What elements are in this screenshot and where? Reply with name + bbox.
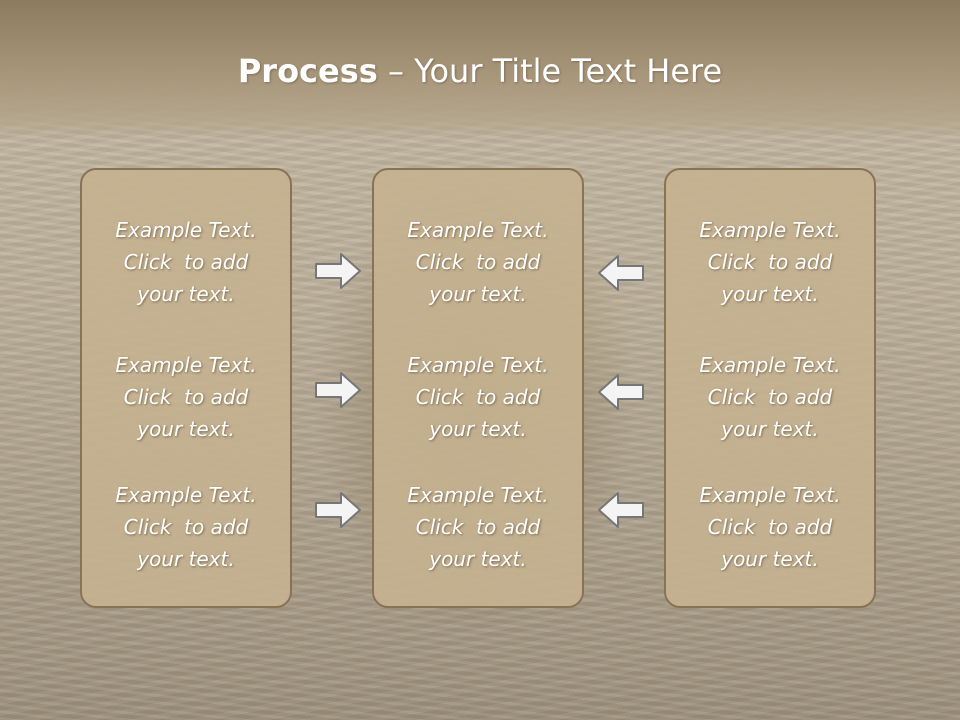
text-block[interactable]: Example Text. Click to add your text. bbox=[82, 214, 290, 310]
text-line: Example Text. bbox=[115, 218, 257, 242]
arrow-left-icon bbox=[597, 373, 645, 411]
slide-title[interactable]: Process – Your Title Text Here bbox=[0, 52, 960, 90]
text-block[interactable]: Example Text. Click to add your text. bbox=[374, 479, 582, 575]
text-line: Click to add bbox=[123, 515, 249, 539]
text-line: Example Text. bbox=[407, 218, 549, 242]
text-line: your text. bbox=[429, 547, 527, 571]
text-line: Example Text. bbox=[699, 353, 841, 377]
title-bold: Process bbox=[237, 52, 378, 90]
arrow-right-icon bbox=[314, 252, 362, 290]
title-band bbox=[0, 0, 960, 140]
text-line: Click to add bbox=[707, 250, 833, 274]
text-line: Click to add bbox=[707, 385, 833, 409]
text-line: Example Text. bbox=[407, 483, 549, 507]
left-column[interactable]: Example Text. Click to add your text. Ex… bbox=[80, 168, 292, 608]
arrow-right-icon bbox=[314, 491, 362, 529]
text-line: Click to add bbox=[415, 515, 541, 539]
text-line: your text. bbox=[721, 282, 819, 306]
text-line: your text. bbox=[721, 547, 819, 571]
center-column[interactable]: Example Text. Click to add your text. Ex… bbox=[372, 168, 584, 608]
text-line: Click to add bbox=[123, 385, 249, 409]
text-line: Example Text. bbox=[115, 483, 257, 507]
text-line: Example Text. bbox=[699, 218, 841, 242]
right-column[interactable]: Example Text. Click to add your text. Ex… bbox=[664, 168, 876, 608]
text-line: Example Text. bbox=[115, 353, 257, 377]
text-line: Click to add bbox=[707, 515, 833, 539]
text-block[interactable]: Example Text. Click to add your text. bbox=[666, 349, 874, 445]
text-line: your text. bbox=[137, 282, 235, 306]
arrow-right-icon bbox=[314, 371, 362, 409]
text-line: Click to add bbox=[415, 250, 541, 274]
text-line: your text. bbox=[721, 417, 819, 441]
text-block[interactable]: Example Text. Click to add your text. bbox=[374, 214, 582, 310]
arrow-left-icon bbox=[597, 254, 645, 292]
text-line: Example Text. bbox=[699, 483, 841, 507]
text-line: Click to add bbox=[415, 385, 541, 409]
text-line: Example Text. bbox=[407, 353, 549, 377]
text-block[interactable]: Example Text. Click to add your text. bbox=[666, 479, 874, 575]
text-block[interactable]: Example Text. Click to add your text. bbox=[82, 349, 290, 445]
text-block[interactable]: Example Text. Click to add your text. bbox=[374, 349, 582, 445]
text-block[interactable]: Example Text. Click to add your text. bbox=[82, 479, 290, 575]
text-line: your text. bbox=[137, 547, 235, 571]
arrow-left-icon bbox=[597, 491, 645, 529]
text-line: your text. bbox=[429, 417, 527, 441]
title-rest: – Your Title Text Here bbox=[377, 52, 723, 90]
text-line: your text. bbox=[429, 282, 527, 306]
text-line: your text. bbox=[137, 417, 235, 441]
text-block[interactable]: Example Text. Click to add your text. bbox=[666, 214, 874, 310]
text-line: Click to add bbox=[123, 250, 249, 274]
